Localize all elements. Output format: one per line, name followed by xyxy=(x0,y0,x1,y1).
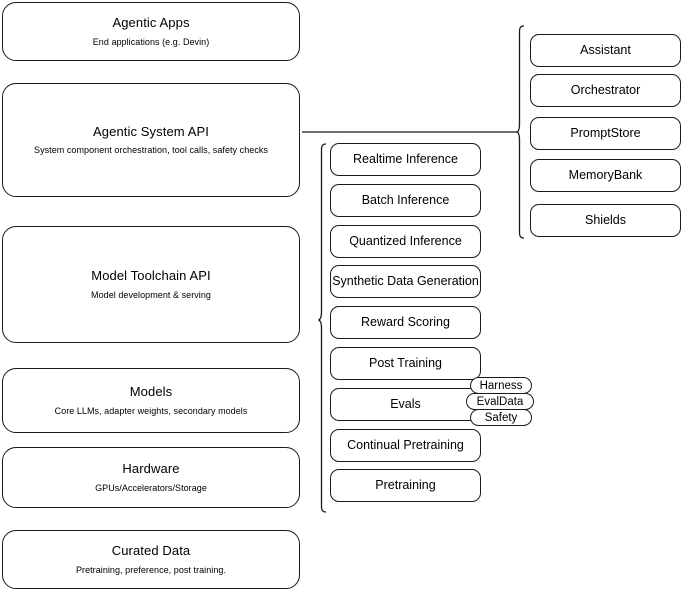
component-label: PromptStore xyxy=(570,125,641,140)
layer-agentic-system-api[interactable]: Agentic System API System component orch… xyxy=(2,83,300,197)
component-label: Reward Scoring xyxy=(361,314,450,329)
component-label: Evals xyxy=(390,396,421,411)
tag-label: Safety xyxy=(484,411,518,424)
tag-label: Harness xyxy=(479,379,523,392)
component-memorybank[interactable]: MemoryBank xyxy=(530,159,681,192)
layer-title: Curated Data xyxy=(111,543,191,559)
component-label: Shields xyxy=(585,212,626,227)
component-label: Synthetic Data Generation xyxy=(332,273,479,288)
layer-models[interactable]: Models Core LLMs, adapter weights, secon… xyxy=(2,368,300,433)
component-label: MemoryBank xyxy=(568,167,643,182)
tag-safety[interactable]: Safety xyxy=(470,409,532,426)
component-assistant[interactable]: Assistant xyxy=(530,34,681,67)
component-evals[interactable]: Evals xyxy=(330,388,481,421)
component-pretraining[interactable]: Pretraining xyxy=(330,469,481,502)
component-label: Continual Pretraining xyxy=(347,437,464,452)
layer-model-toolchain-api[interactable]: Model Toolchain API Model development & … xyxy=(2,226,300,343)
component-continual-pretraining[interactable]: Continual Pretraining xyxy=(330,429,481,462)
component-label: Orchestrator xyxy=(570,82,641,97)
component-synthetic-data-generation[interactable]: Synthetic Data Generation xyxy=(330,265,481,298)
component-batch-inference[interactable]: Batch Inference xyxy=(330,184,481,217)
layer-title: Models xyxy=(129,384,173,400)
tag-evaldata[interactable]: EvalData xyxy=(466,393,534,410)
component-label: Pretraining xyxy=(375,477,436,492)
component-reward-scoring[interactable]: Reward Scoring xyxy=(330,306,481,339)
layer-subtitle: Pretraining, preference, post training. xyxy=(75,564,227,575)
component-shields[interactable]: Shields xyxy=(530,204,681,237)
layer-title: Hardware xyxy=(122,461,180,477)
layer-curated-data[interactable]: Curated Data Pretraining, preference, po… xyxy=(2,530,300,589)
component-label: Batch Inference xyxy=(361,192,450,207)
component-promptstore[interactable]: PromptStore xyxy=(530,117,681,150)
component-realtime-inference[interactable]: Realtime Inference xyxy=(330,143,481,176)
layer-subtitle: Model development & serving xyxy=(91,289,211,300)
layer-agentic-apps[interactable]: Agentic Apps End applications (e.g. Devi… xyxy=(2,2,300,61)
component-post-training[interactable]: Post Training xyxy=(330,347,481,380)
layer-title: Model Toolchain API xyxy=(91,268,211,284)
layer-subtitle: System component orchestration, tool cal… xyxy=(34,145,268,155)
layer-subtitle: GPUs/Accelerators/Storage xyxy=(95,482,207,493)
brace-system-components xyxy=(514,25,525,239)
component-label: Post Training xyxy=(369,355,442,370)
tag-harness[interactable]: Harness xyxy=(470,377,532,394)
layer-title: Agentic Apps xyxy=(112,15,190,31)
layer-hardware[interactable]: Hardware GPUs/Accelerators/Storage xyxy=(2,447,300,508)
layer-subtitle: Core LLMs, adapter weights, secondary mo… xyxy=(54,405,248,416)
component-label: Assistant xyxy=(580,42,631,57)
layer-subtitle: End applications (e.g. Devin) xyxy=(92,36,210,47)
component-label: Quantized Inference xyxy=(349,233,462,248)
component-orchestrator[interactable]: Orchestrator xyxy=(530,74,681,107)
tag-label: EvalData xyxy=(476,395,524,408)
brace-toolchain-components xyxy=(318,143,327,513)
layer-title: Agentic System API xyxy=(93,123,209,139)
component-quantized-inference[interactable]: Quantized Inference xyxy=(330,225,481,258)
component-label: Realtime Inference xyxy=(353,151,458,166)
